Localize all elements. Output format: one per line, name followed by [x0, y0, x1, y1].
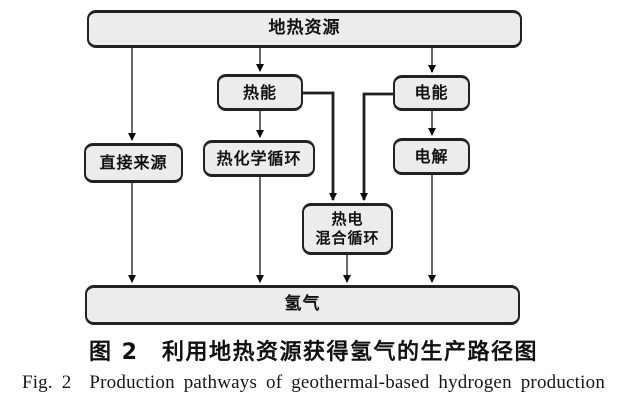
edge-electric-to-hybrid — [360, 92, 393, 201]
figure-caption-chinese: 图 2 利用地热资源获得氢气的生产路径图 — [89, 340, 538, 365]
node-electric-energy-label: 电能 — [414, 83, 449, 102]
node-thermochemical-cycle: 热化学循环 — [203, 140, 315, 177]
node-thermochemical-cycle-label: 热化学循环 — [216, 148, 302, 168]
node-geothermal-resources-label: 地热资源 — [268, 18, 341, 39]
figure-caption-english: Fig. 2 Production pathways of geothermal… — [21, 372, 606, 393]
node-electrolysis-label: 电解 — [414, 146, 449, 166]
node-thermal-energy-label: 热能 — [242, 82, 277, 102]
node-thermoelectric-hybrid-cycle-label: 热电 混合循环 — [315, 210, 380, 247]
node-thermoelectric-hybrid-cycle: 热电 混合循环 — [302, 203, 393, 255]
node-direct-source-label: 直接来源 — [99, 153, 168, 172]
node-electrolysis: 电解 — [393, 138, 470, 175]
node-electric-energy: 电能 — [393, 75, 470, 111]
node-hydrogen-label: 氢气 — [284, 294, 321, 315]
node-geothermal-resources: 地热资源 — [87, 10, 522, 48]
node-thermal-energy: 热能 — [217, 74, 303, 111]
connector-lines — [128, 48, 436, 283]
edge-thermal-to-hybrid — [303, 91, 337, 201]
node-hydrogen: 氢气 — [85, 285, 520, 325]
node-direct-source: 直接来源 — [84, 143, 183, 183]
